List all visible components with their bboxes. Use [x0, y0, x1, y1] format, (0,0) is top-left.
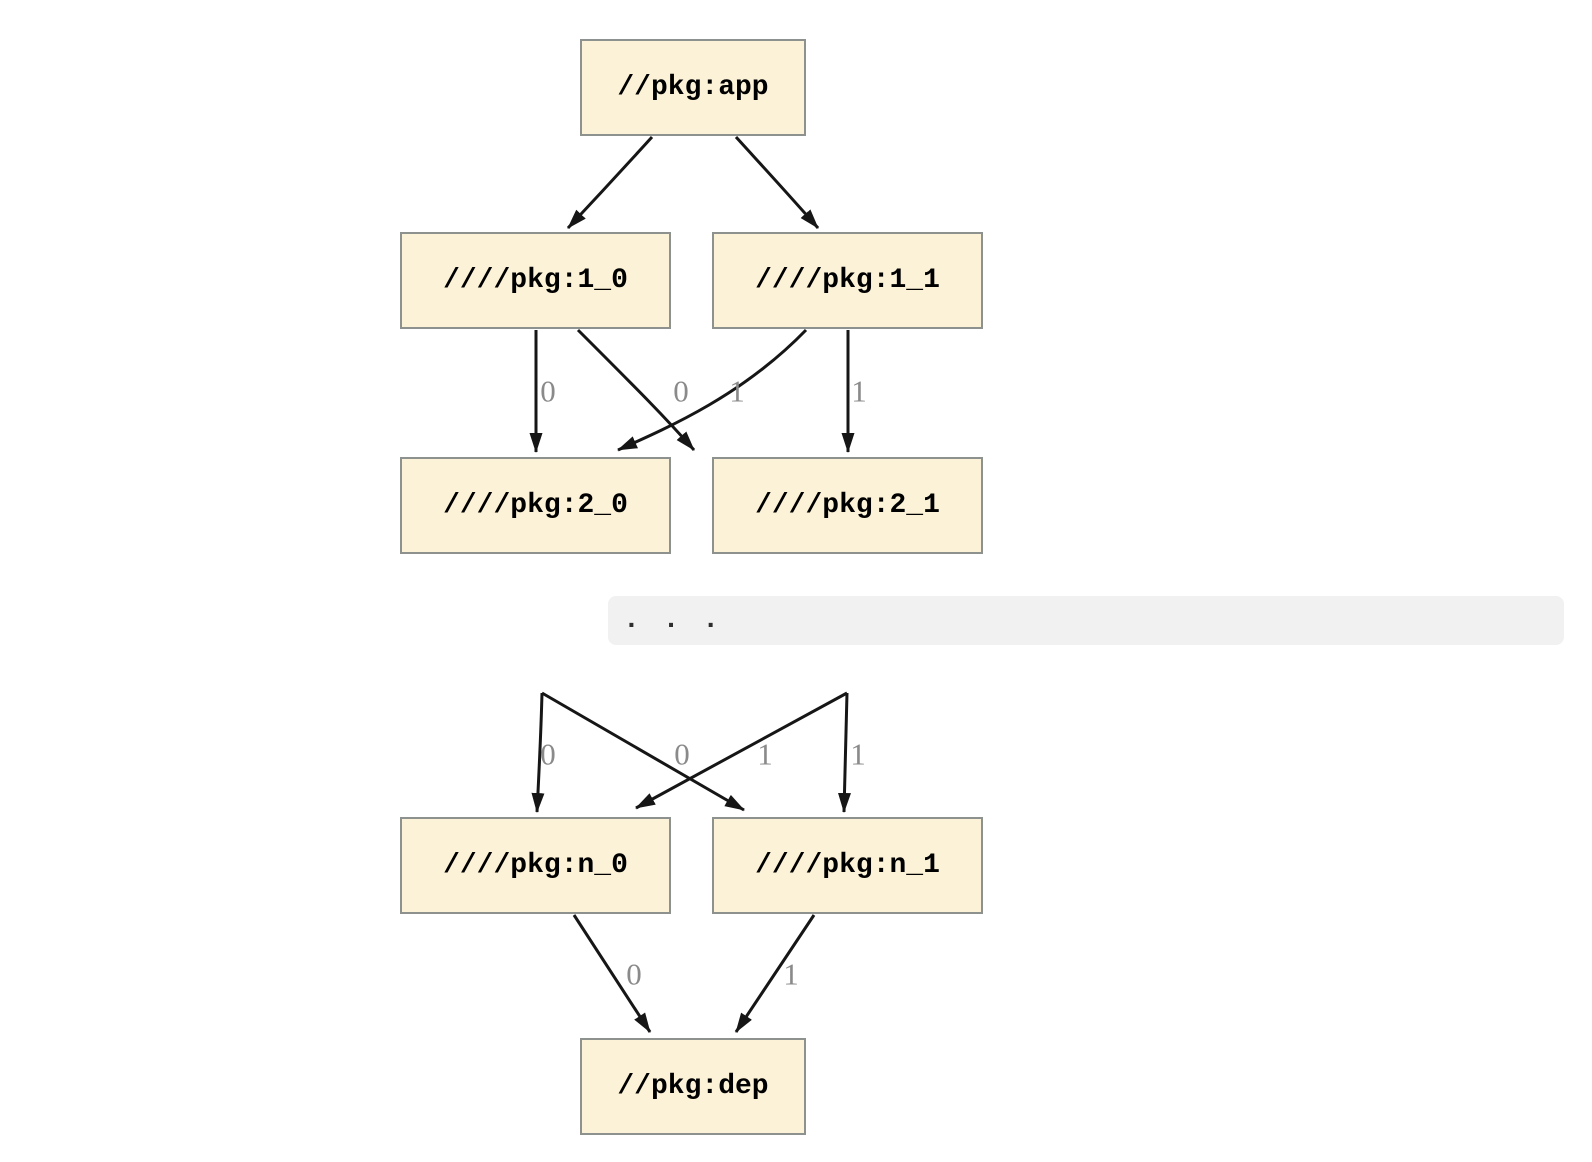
edge-ellipsis-to-n_1-cross — [541, 691, 745, 812]
edge-ellipsis-to-n_0-straight — [531, 692, 545, 813]
node-pkg-n_1: ////pkg:n_1 — [712, 817, 983, 914]
node-pkg-2_0: ////pkg:2_0 — [400, 457, 671, 554]
node-pkg-2_1: ////pkg:2_1 — [712, 457, 983, 554]
edge-app-to-1_1 — [734, 135, 820, 229]
edge-app-to-1_0 — [566, 135, 654, 230]
node-pkg-1_1: ////pkg:1_1 — [712, 232, 983, 329]
edge-1_0-to-2_1 — [576, 328, 696, 451]
edge-n_0-to-dep — [572, 914, 652, 1033]
edge-ellipsis-to-n_0-cross — [635, 691, 848, 810]
node-pkg-app: //pkg:app — [580, 39, 806, 136]
edge-1_1-to-2_0 — [617, 328, 808, 452]
node-pkg-1_0: ////pkg:1_0 — [400, 232, 671, 329]
node-pkg-dep: //pkg:dep — [580, 1038, 806, 1135]
edge-ellipsis-to-n_1-straight — [837, 692, 851, 813]
node-pkg-n_0: ////pkg:n_0 — [400, 817, 671, 914]
ellipsis-code-block: . . . — [608, 596, 1564, 645]
edge-n_1-to-dep — [734, 914, 816, 1033]
